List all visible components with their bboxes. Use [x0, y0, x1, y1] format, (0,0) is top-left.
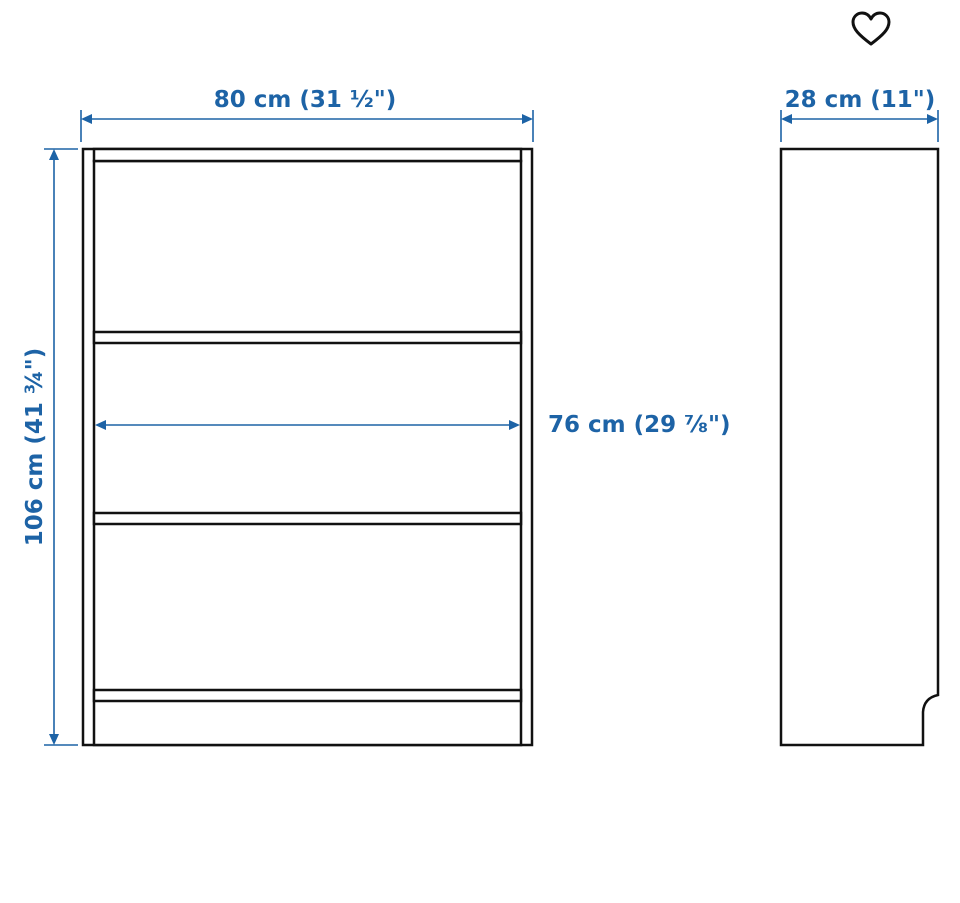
inner-width-dimension: 76 cm (29 ⅞"): [95, 412, 730, 438]
shelf-1: [92, 330, 523, 345]
bookcase-front-view: [81, 147, 534, 747]
shelf-2: [92, 511, 523, 526]
favorite-button[interactable]: [846, 6, 896, 52]
height-dimension: 106 cm (41 ¾"): [22, 148, 78, 746]
depth-dimension: 28 cm (11"): [780, 87, 939, 142]
bottom-shelf: [92, 688, 523, 703]
top-panel: [92, 147, 523, 163]
width-label: 80 cm (31 ½"): [214, 87, 396, 113]
width-dimension: 80 cm (31 ½"): [80, 87, 534, 142]
heart-icon: [851, 11, 891, 46]
bookcase-side-view: [779, 147, 940, 747]
height-label: 106 cm (41 ¾"): [22, 348, 48, 546]
bookcase-inner-frame: [92, 159, 523, 747]
inner-width-label: 76 cm (29 ⅞"): [548, 412, 730, 438]
side-panel: [779, 147, 940, 747]
depth-label: 28 cm (11"): [785, 87, 936, 113]
